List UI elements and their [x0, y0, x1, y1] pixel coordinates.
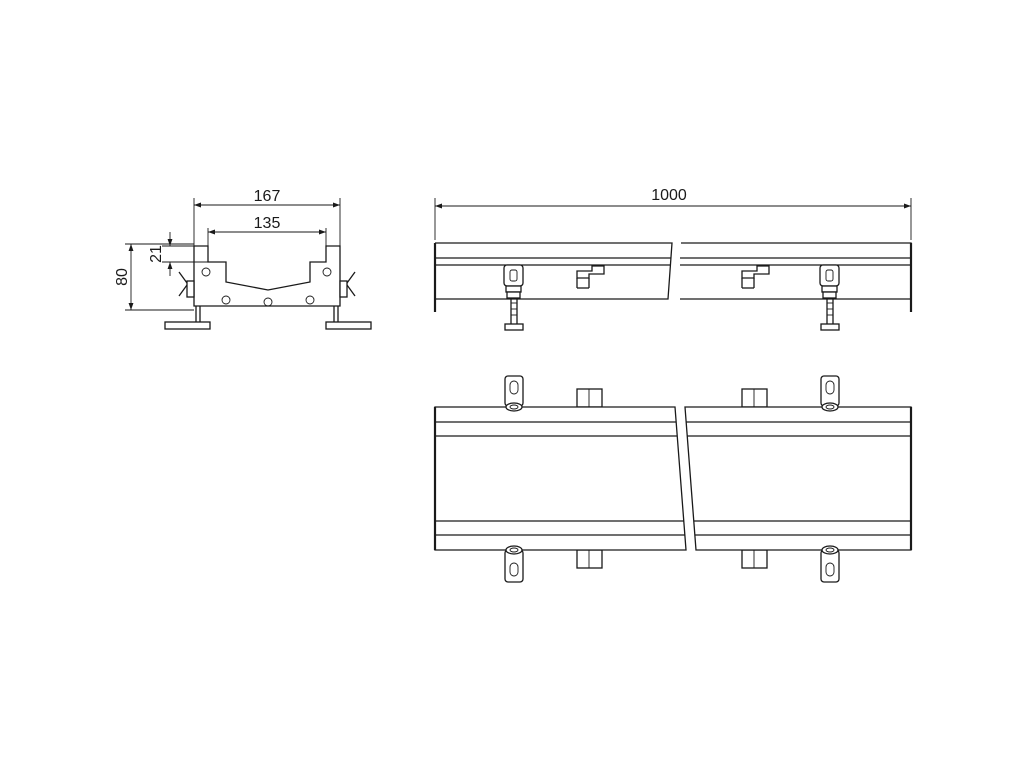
dim-width-outer: 167 — [254, 188, 281, 205]
dimension-lines-section — [125, 198, 341, 311]
side-view — [433, 242, 913, 331]
dim-length: 1000 — [651, 187, 687, 204]
cross-section-view — [164, 245, 372, 330]
top-view — [433, 375, 913, 583]
dim-height-total: 80 — [114, 268, 131, 286]
dim-height-top: 21 — [148, 245, 165, 263]
dimension-line-length — [434, 198, 912, 240]
dim-width-inner: 135 — [254, 215, 281, 232]
